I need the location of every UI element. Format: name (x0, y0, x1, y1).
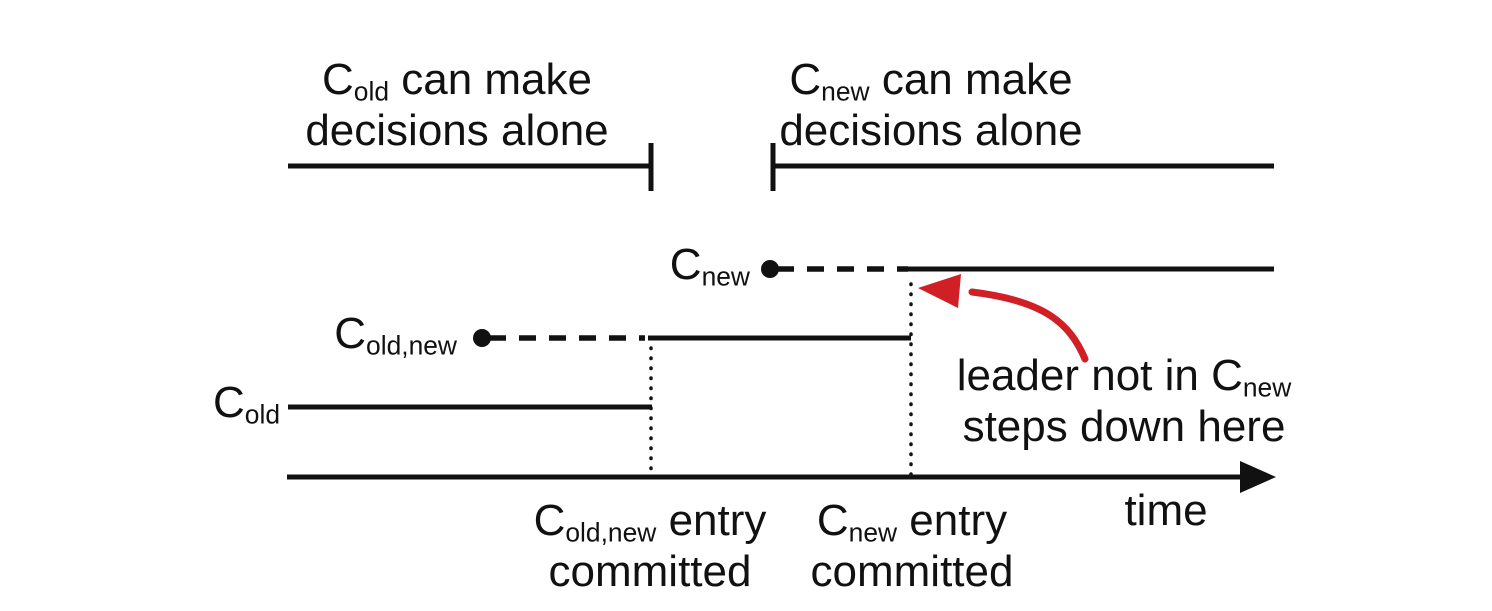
time-axis-arrowhead (1240, 461, 1276, 493)
coldnew-row-symbol: C (334, 309, 367, 358)
cnew-caption-subscript: new (848, 517, 898, 548)
coldnew-caption-subscript: old,new (565, 517, 657, 548)
cold-row-subscript: old (244, 399, 280, 430)
leader-note-text: leader not in C (956, 351, 1243, 400)
coldnew-caption-symbol: C (533, 496, 566, 545)
cold-symbol: C (322, 55, 354, 104)
cnew-caption-symbol: C (816, 496, 849, 545)
cnew-decisions-alone-label: Cnew can make decisions alone (779, 54, 1082, 156)
cnew-row-subscript: new (701, 261, 750, 292)
coldnew-created-dot (473, 329, 491, 347)
cnew-decisions-text: can make (869, 55, 1073, 104)
cold-subscript: old (353, 76, 390, 107)
cnew-symbol: C (789, 55, 822, 104)
leader-steps-down-arrow-curve (968, 288, 1089, 363)
cold-decisions-alone-label: Cold can make decisions alone (305, 54, 608, 156)
coldnew-row-subscript: old,new (366, 330, 457, 361)
leader-note-subscript: new (1242, 372, 1292, 403)
coldnew-caption-entry-text: entry (656, 496, 767, 545)
cold-decisions-alone-line2: decisions alone (305, 106, 609, 155)
leader-steps-down-note-line2: steps down here (962, 402, 1286, 451)
cnew-entry-committed-line2: committed (810, 547, 1014, 596)
cold-row-symbol: C (213, 378, 245, 427)
leader-steps-down-note-line1: leader not in Cnew (957, 350, 1292, 401)
cold-decisions-alone-line1: Cold can make (305, 54, 608, 105)
coldnew-row-label: Cold,new (334, 309, 457, 359)
coldnew-entry-committed-caption: Cold,new entry committed (534, 495, 767, 597)
cnew-row-symbol: C (669, 240, 702, 289)
cold-row-label: Cold (213, 378, 280, 428)
cnew-entry-committed-caption: Cnew entry committed (811, 495, 1014, 597)
cnew-row-label: Cnew (669, 240, 750, 290)
time-axis-label: time (1124, 486, 1208, 535)
cnew-entry-committed-line1: Cnew entry (811, 495, 1014, 546)
cold-decisions-text: can make (389, 55, 592, 104)
cnew-decisions-alone-line1: Cnew can make (779, 54, 1082, 105)
cnew-created-dot (761, 260, 779, 278)
cnew-caption-entry-text: entry (897, 496, 1008, 545)
coldnew-entry-committed-line1: Cold,new entry (534, 495, 767, 546)
leader-steps-down-note: leader not in Cnew steps down here (957, 350, 1292, 452)
coldnew-entry-committed-line2: committed (548, 547, 752, 596)
cnew-decisions-alone-line2: decisions alone (779, 106, 1083, 155)
cnew-subscript: new (821, 76, 870, 107)
leader-steps-down-arrowhead (918, 274, 961, 308)
